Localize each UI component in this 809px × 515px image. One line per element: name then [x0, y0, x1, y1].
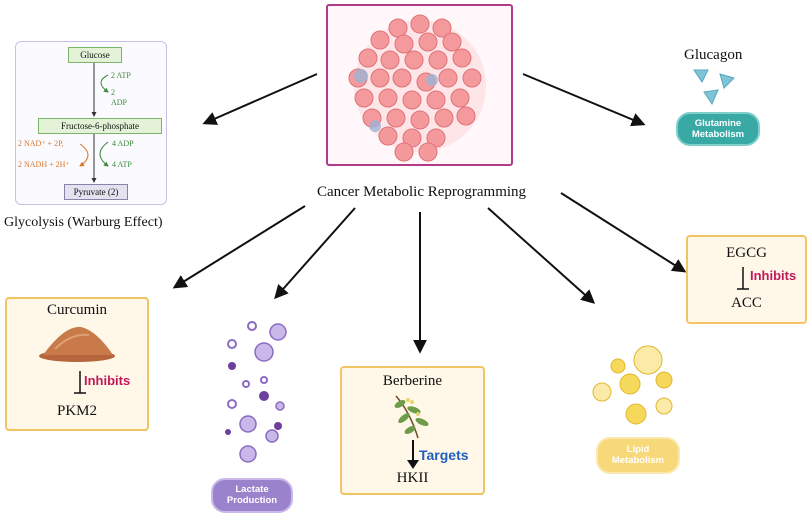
- arrow-to-egcg: [560, 192, 687, 273]
- lactate-bubbles-icon: [225, 321, 287, 463]
- curcumin-action: Inhibits: [84, 373, 131, 388]
- tumor-cell: [380, 50, 400, 70]
- glycolysis-arrows: [79, 63, 109, 183]
- tumor-cell: [442, 32, 462, 52]
- tumor-cell: [394, 142, 414, 162]
- lipid-label-1: Lipid: [626, 444, 650, 455]
- berberine-panel: Berberine Targets HKII: [340, 366, 485, 495]
- tumor-cell: [404, 50, 424, 70]
- curcumin-target: PKM2: [56, 403, 97, 419]
- tumor-cell: [432, 18, 452, 38]
- egcg-action: Inhibits: [750, 268, 797, 283]
- arrow-to-glutamine: [522, 73, 646, 127]
- tumor-cell: [354, 88, 374, 108]
- tumor-cell: [402, 90, 422, 110]
- tumor-cell: [450, 88, 470, 108]
- center-title: Cancer Metabolic Reprogramming: [316, 184, 527, 200]
- lactate-label-2: Production: [226, 495, 278, 506]
- arrow-to-glycolysis: [202, 73, 318, 125]
- curcumin-name: Curcumin: [47, 302, 107, 318]
- lipid-metabolism-pill: Lipid Metabolism: [596, 437, 680, 474]
- glutamine-metabolism-pill: Glutamine Metabolism: [676, 112, 760, 146]
- atp-in-label: 2 ATP: [111, 71, 131, 80]
- curcumin-panel: Curcumin Inhibits PKM2: [5, 297, 149, 431]
- arrow-to-lactate: [274, 207, 356, 300]
- glutamine-label-2: Metabolism: [691, 129, 745, 140]
- targets-arrow: [407, 440, 419, 469]
- tumor-cell: [378, 88, 398, 108]
- tumor-cell: [418, 32, 438, 52]
- lactate-production-pill: Lactate Production: [211, 478, 293, 513]
- glucagon-label: Glucagon: [684, 47, 743, 63]
- tumor-cell: [428, 50, 448, 70]
- tumor-cell: [394, 34, 414, 54]
- adp-out-num: 2: [111, 88, 115, 97]
- glycolysis-pathway-panel: Glucose Fructose-6-phosphate Pyruvate (2…: [15, 41, 167, 205]
- lipid-label-2: Metabolism: [611, 455, 665, 466]
- pyruvate-box: Pyruvate (2): [64, 184, 128, 200]
- tumor-cell-cluster: [326, 4, 513, 166]
- nad-in-label: 2 NAD⁺ + 2P,: [18, 139, 64, 148]
- tumor-cell: [378, 126, 398, 146]
- berberine-target: HKII: [396, 470, 429, 486]
- nadh-out-label: 2 NADH + 2H⁺: [18, 160, 70, 169]
- tumor-cell: [410, 14, 430, 34]
- tumor-cell: [418, 142, 438, 162]
- tumor-cells-icon: [348, 14, 486, 162]
- glucose-box: Glucose: [68, 47, 122, 63]
- f6p-box: Fructose-6-phosphate: [38, 118, 162, 134]
- glucagon-icon: [693, 69, 735, 106]
- tumor-cell: [456, 106, 476, 126]
- berberine-plant-icon: [394, 395, 429, 439]
- lipid-droplets-icon: [592, 345, 673, 425]
- arrow-to-lipid: [487, 207, 596, 304]
- tumor-cell: [358, 48, 378, 68]
- glutamine-label-1: Glutamine: [694, 118, 742, 129]
- tumor-cell: [386, 108, 406, 128]
- tumor-cell: [452, 48, 472, 68]
- tumor-cell: [426, 90, 446, 110]
- inhibit-symbol: [74, 371, 86, 394]
- arrow-to-curcumin: [172, 205, 306, 289]
- tumor-cell: [370, 30, 390, 50]
- atp-out-label: 4 ATP: [112, 160, 132, 169]
- lactate-label-1: Lactate: [235, 484, 269, 495]
- berberine-name: Berberine: [382, 373, 443, 389]
- tumor-cell: [410, 110, 430, 130]
- egcg-inhibit-symbol: [737, 267, 749, 290]
- egcg-name: EGCG: [726, 245, 767, 261]
- adp-out-label: ADP: [111, 98, 128, 107]
- tumor-cell: [388, 18, 408, 38]
- egcg-target: ACC: [731, 295, 762, 311]
- tumor-cell: [392, 68, 412, 88]
- tumor-cell: [370, 68, 390, 88]
- tumor-cell: [438, 68, 458, 88]
- berberine-action: Targets: [419, 447, 469, 463]
- glycolysis-caption: Glycolysis (Warburg Effect): [4, 215, 163, 230]
- curcumin-powder-icon: [39, 326, 115, 362]
- tumor-cell: [462, 68, 482, 88]
- egcg-panel: EGCG Inhibits ACC: [686, 235, 807, 324]
- adp-in-label: 4 ADP: [112, 139, 134, 148]
- tumor-cell: [434, 108, 454, 128]
